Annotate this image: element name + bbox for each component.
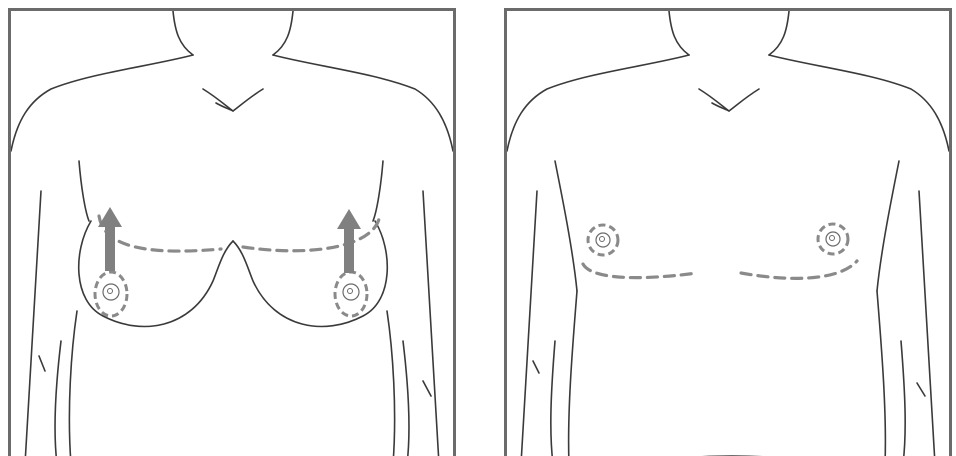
torso-before-drawing	[11, 11, 453, 456]
torso-outline	[507, 11, 949, 456]
torso-outline	[11, 11, 453, 456]
right-nipple	[818, 224, 848, 254]
left-nipple	[95, 272, 127, 316]
incision-lines	[583, 261, 857, 278]
torso-after-drawing	[507, 11, 949, 456]
nipple-reposition-arrow-icon	[337, 209, 361, 273]
panel-before	[8, 8, 456, 456]
nipple-reposition-arrow-icon	[98, 207, 122, 271]
incision-lines	[99, 216, 379, 251]
left-nipple	[588, 225, 618, 255]
right-nipple	[335, 272, 367, 316]
panel-after	[504, 8, 952, 456]
